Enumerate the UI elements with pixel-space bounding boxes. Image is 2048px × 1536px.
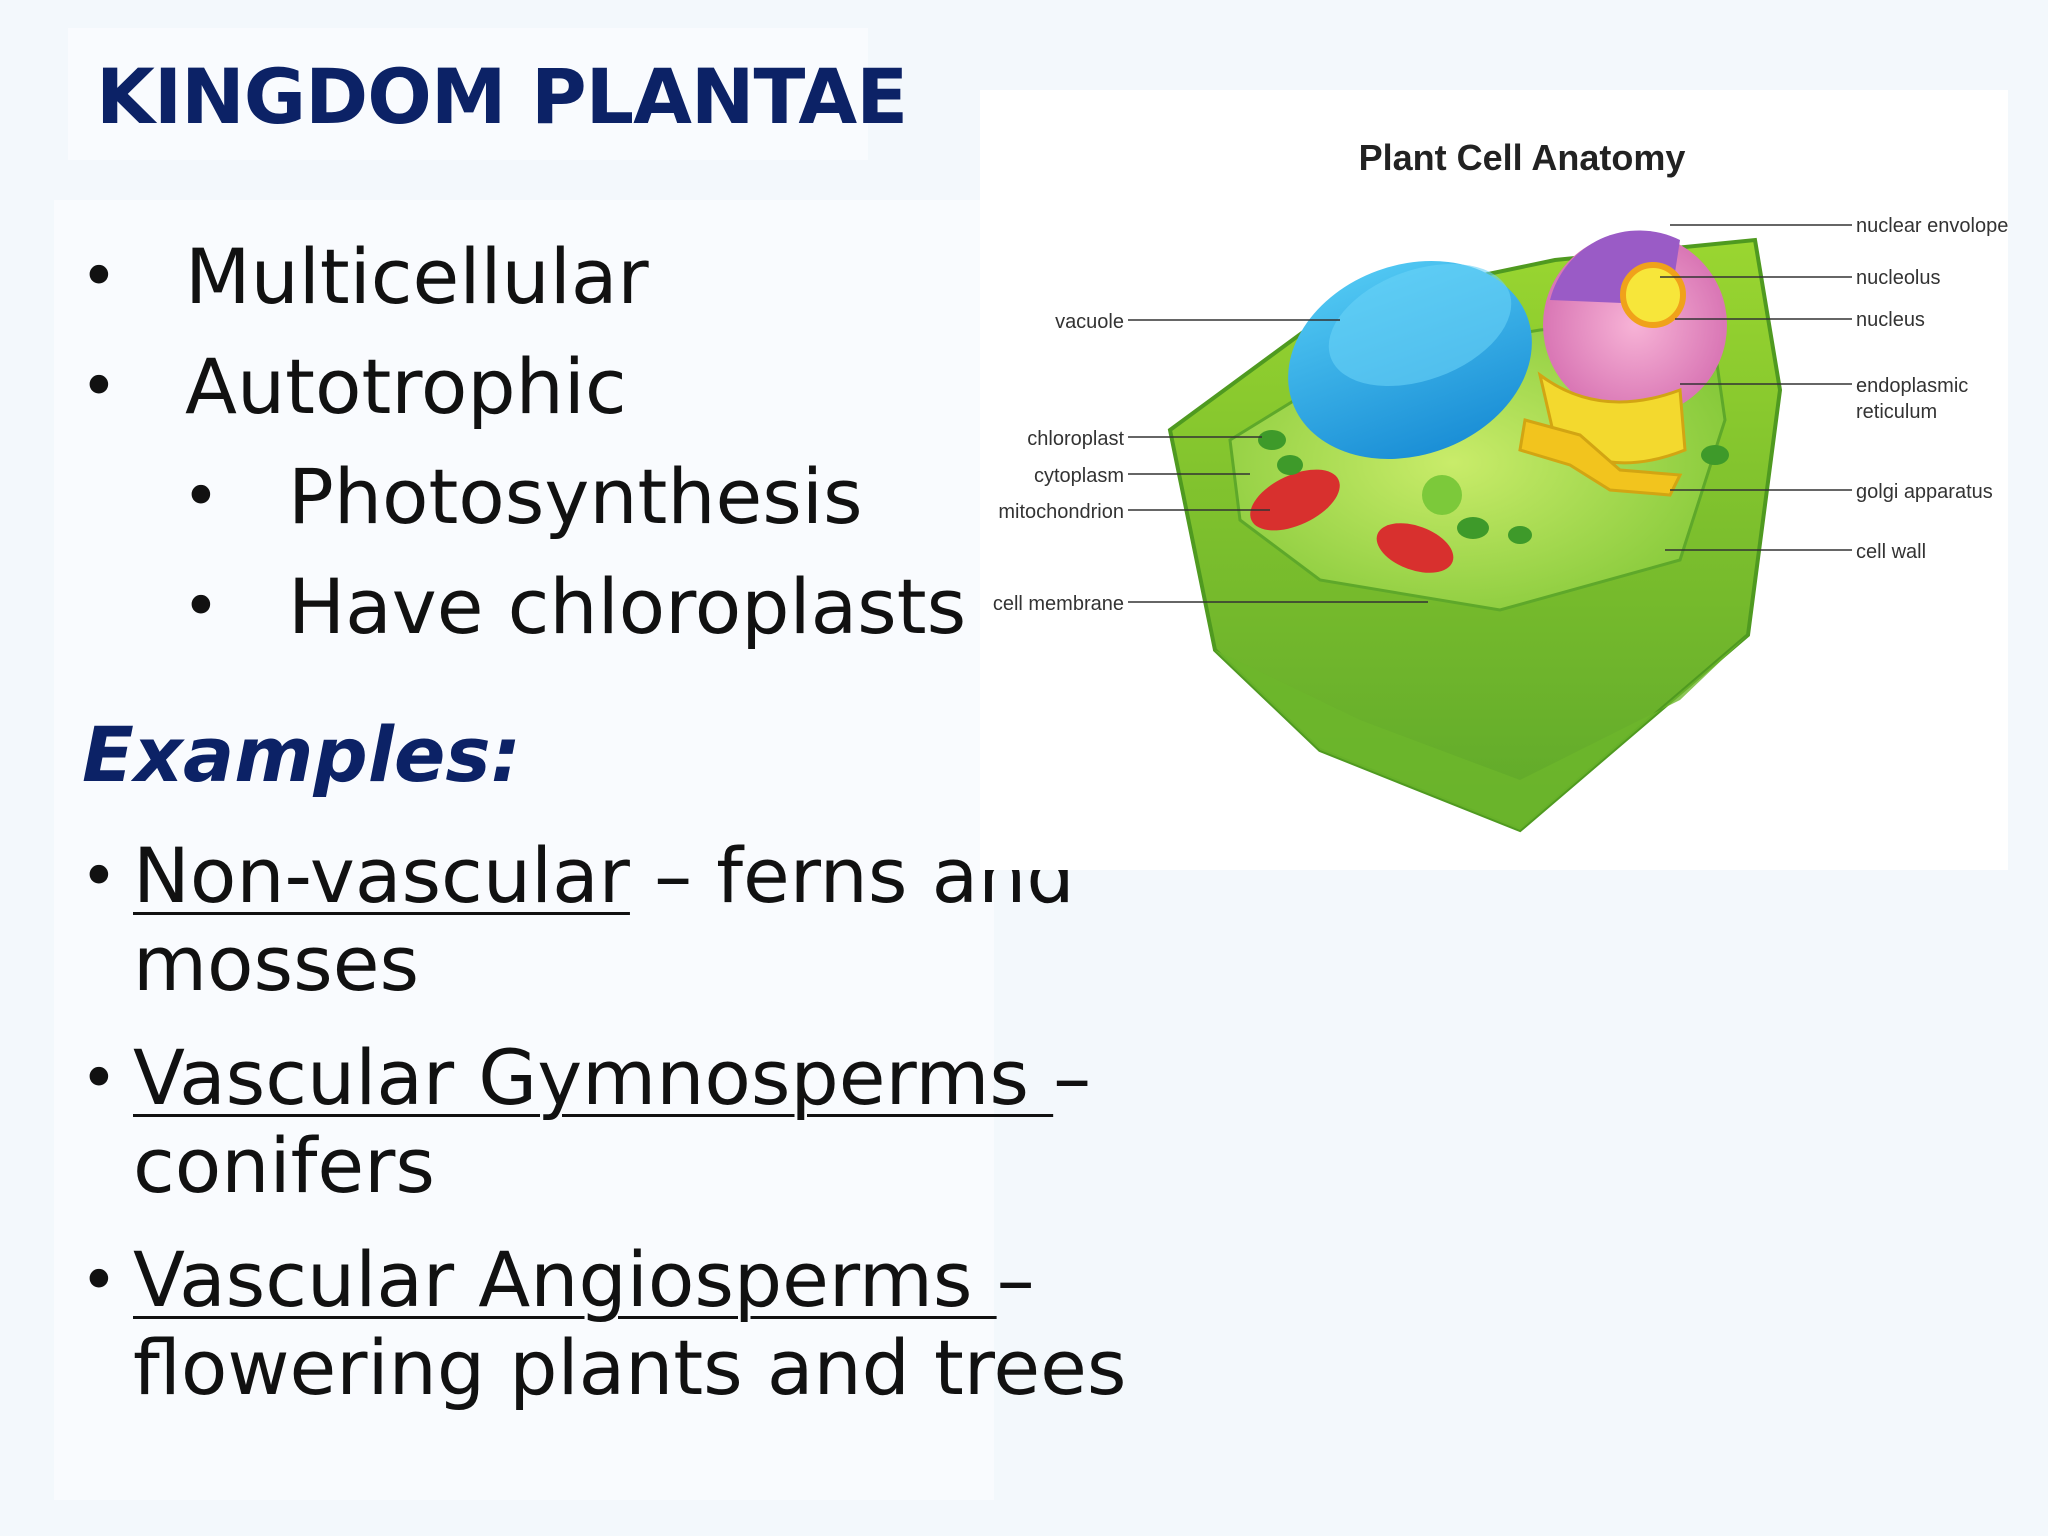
golgi-shape: [1518, 418, 1683, 497]
plant-cell-diagram: Plant Cell Anatomy: [980, 90, 2008, 870]
label-nuclear-envelope: nuclear envolope: [1856, 215, 2008, 237]
trait-photosynthesis: Photosynthesis: [288, 452, 863, 541]
bullet: •: [80, 1244, 118, 1318]
example-nonvascular: Non-vascular – ferns and mosses: [133, 832, 1075, 1008]
trait-autotrophic: Autotrophic: [185, 342, 627, 431]
diagram-title: Plant Cell Anatomy: [1359, 137, 1686, 178]
example-term: Non-vascular: [133, 831, 630, 920]
organelle-dot: [1422, 475, 1462, 515]
label-cytoplasm: cytoplasm: [1034, 465, 1124, 487]
chloroplast-shape: [1258, 430, 1286, 450]
label-nucleolus: nucleolus: [1856, 267, 1941, 289]
example-dash: –: [996, 1235, 1035, 1324]
bullet: •: [80, 240, 118, 314]
label-er-line1: endoplasmic: [1856, 375, 1968, 397]
chloroplast-shape: [1457, 517, 1489, 539]
text-panel: [54, 200, 994, 1500]
example-desc-line2: mosses: [133, 919, 420, 1008]
example-dash: –: [1053, 1033, 1092, 1122]
example-term: Vascular Gymnosperms: [133, 1033, 1054, 1122]
example-desc-line2: conifers: [133, 1121, 435, 1210]
sub-bullet: •: [182, 570, 220, 644]
slide-title: KINGDOM PLANTAE: [96, 52, 908, 141]
vacuole-highlight: [1328, 263, 1512, 387]
nucleolus-shape: [1620, 262, 1686, 328]
chloroplast-shape: [1701, 445, 1729, 465]
example-term: Vascular Angiosperms: [133, 1235, 997, 1324]
label-mitochondrion: mitochondrion: [998, 501, 1124, 523]
cell-wall-front: [1215, 635, 1748, 830]
bullet: •: [80, 840, 118, 914]
label-cell-wall: cell wall: [1856, 541, 1926, 563]
mitochondrion-shape: [1376, 523, 1454, 573]
examples-heading: Examples:: [82, 710, 522, 799]
example-desc-line2: flowering plants and trees: [133, 1323, 1127, 1412]
label-vacuole: vacuole: [1055, 311, 1124, 333]
label-chloroplast: chloroplast: [1027, 428, 1124, 450]
label-er-line2: reticulum: [1856, 401, 1937, 423]
mitochondrion-shape: [1250, 469, 1340, 531]
bullet: •: [80, 350, 118, 424]
trait-chloroplasts: Have chloroplasts: [288, 562, 967, 651]
example-gymnosperms: Vascular Gymnosperms – conifers: [133, 1034, 1091, 1210]
label-cell-membrane: cell membrane: [993, 593, 1124, 615]
example-angiosperms: Vascular Angiosperms – flowering plants …: [133, 1236, 1127, 1412]
title-panel: [68, 28, 868, 160]
label-nucleus: nucleus: [1856, 309, 1925, 331]
plant-cell-illustration: Plant Cell Anatomy: [993, 137, 2008, 833]
trait-multicellular: Multicellular: [185, 232, 649, 321]
label-golgi: golgi apparatus: [1856, 481, 1993, 503]
bullet: •: [80, 1042, 118, 1116]
sub-bullet: •: [182, 460, 220, 534]
chloroplast-shape: [1508, 526, 1532, 544]
chloroplast-shape: [1277, 455, 1303, 475]
